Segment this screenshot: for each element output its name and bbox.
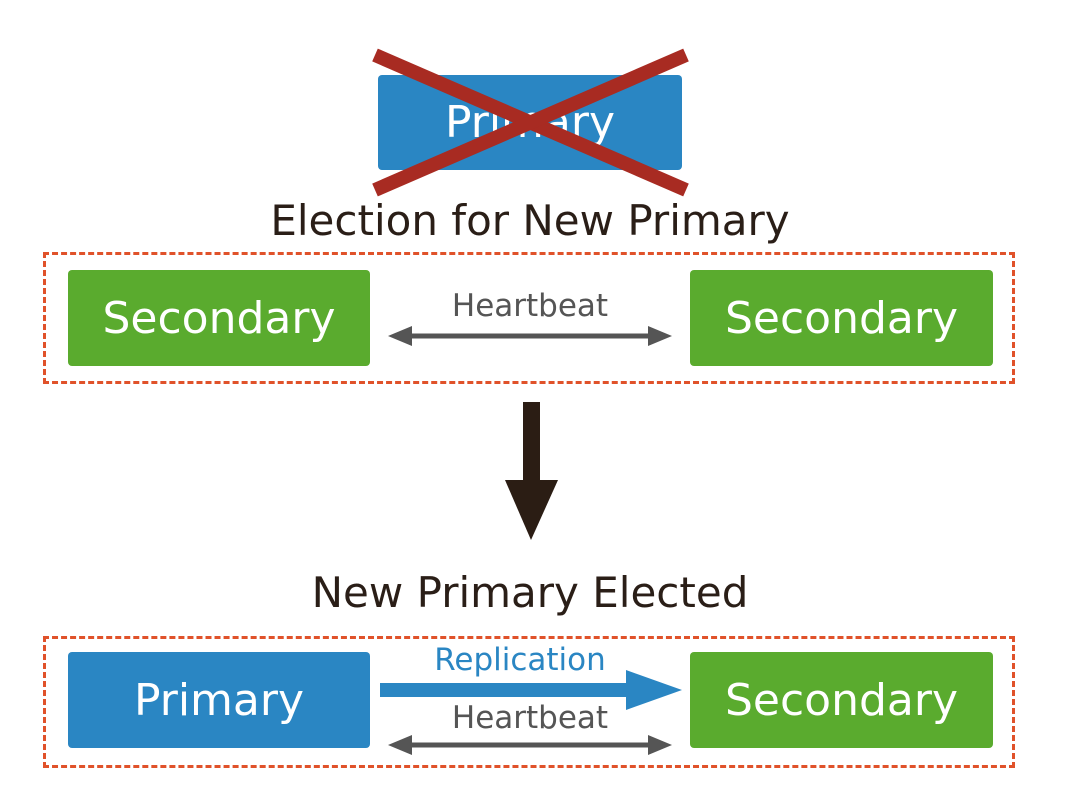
cross-out-icon xyxy=(372,48,689,197)
heartbeat-double-arrow xyxy=(388,326,672,346)
down-arrow-icon xyxy=(505,402,558,540)
elected-heartbeat-label: Heartbeat xyxy=(451,700,609,736)
elected-title: New Primary Elected xyxy=(311,568,749,617)
election-group-border xyxy=(43,252,1015,384)
election-left-secondary-node: Secondary xyxy=(68,270,370,366)
election-heartbeat-label: Heartbeat xyxy=(451,288,609,324)
node-label: Secondary xyxy=(724,674,959,726)
elected-group-border xyxy=(43,636,1015,768)
node-label: Secondary xyxy=(102,292,336,344)
election-right-secondary-node: Secondary xyxy=(690,270,993,366)
elected-secondary-node: Secondary xyxy=(690,652,993,748)
node-label: Primary xyxy=(133,674,305,726)
elected-primary-node: Primary xyxy=(68,652,370,748)
node-label: Secondary xyxy=(724,292,959,344)
elected-heartbeat-double-arrow xyxy=(388,735,672,755)
replication-arrow xyxy=(380,670,682,710)
replication-label: Replication xyxy=(434,642,606,678)
election-title: Election for New Primary xyxy=(270,196,790,245)
